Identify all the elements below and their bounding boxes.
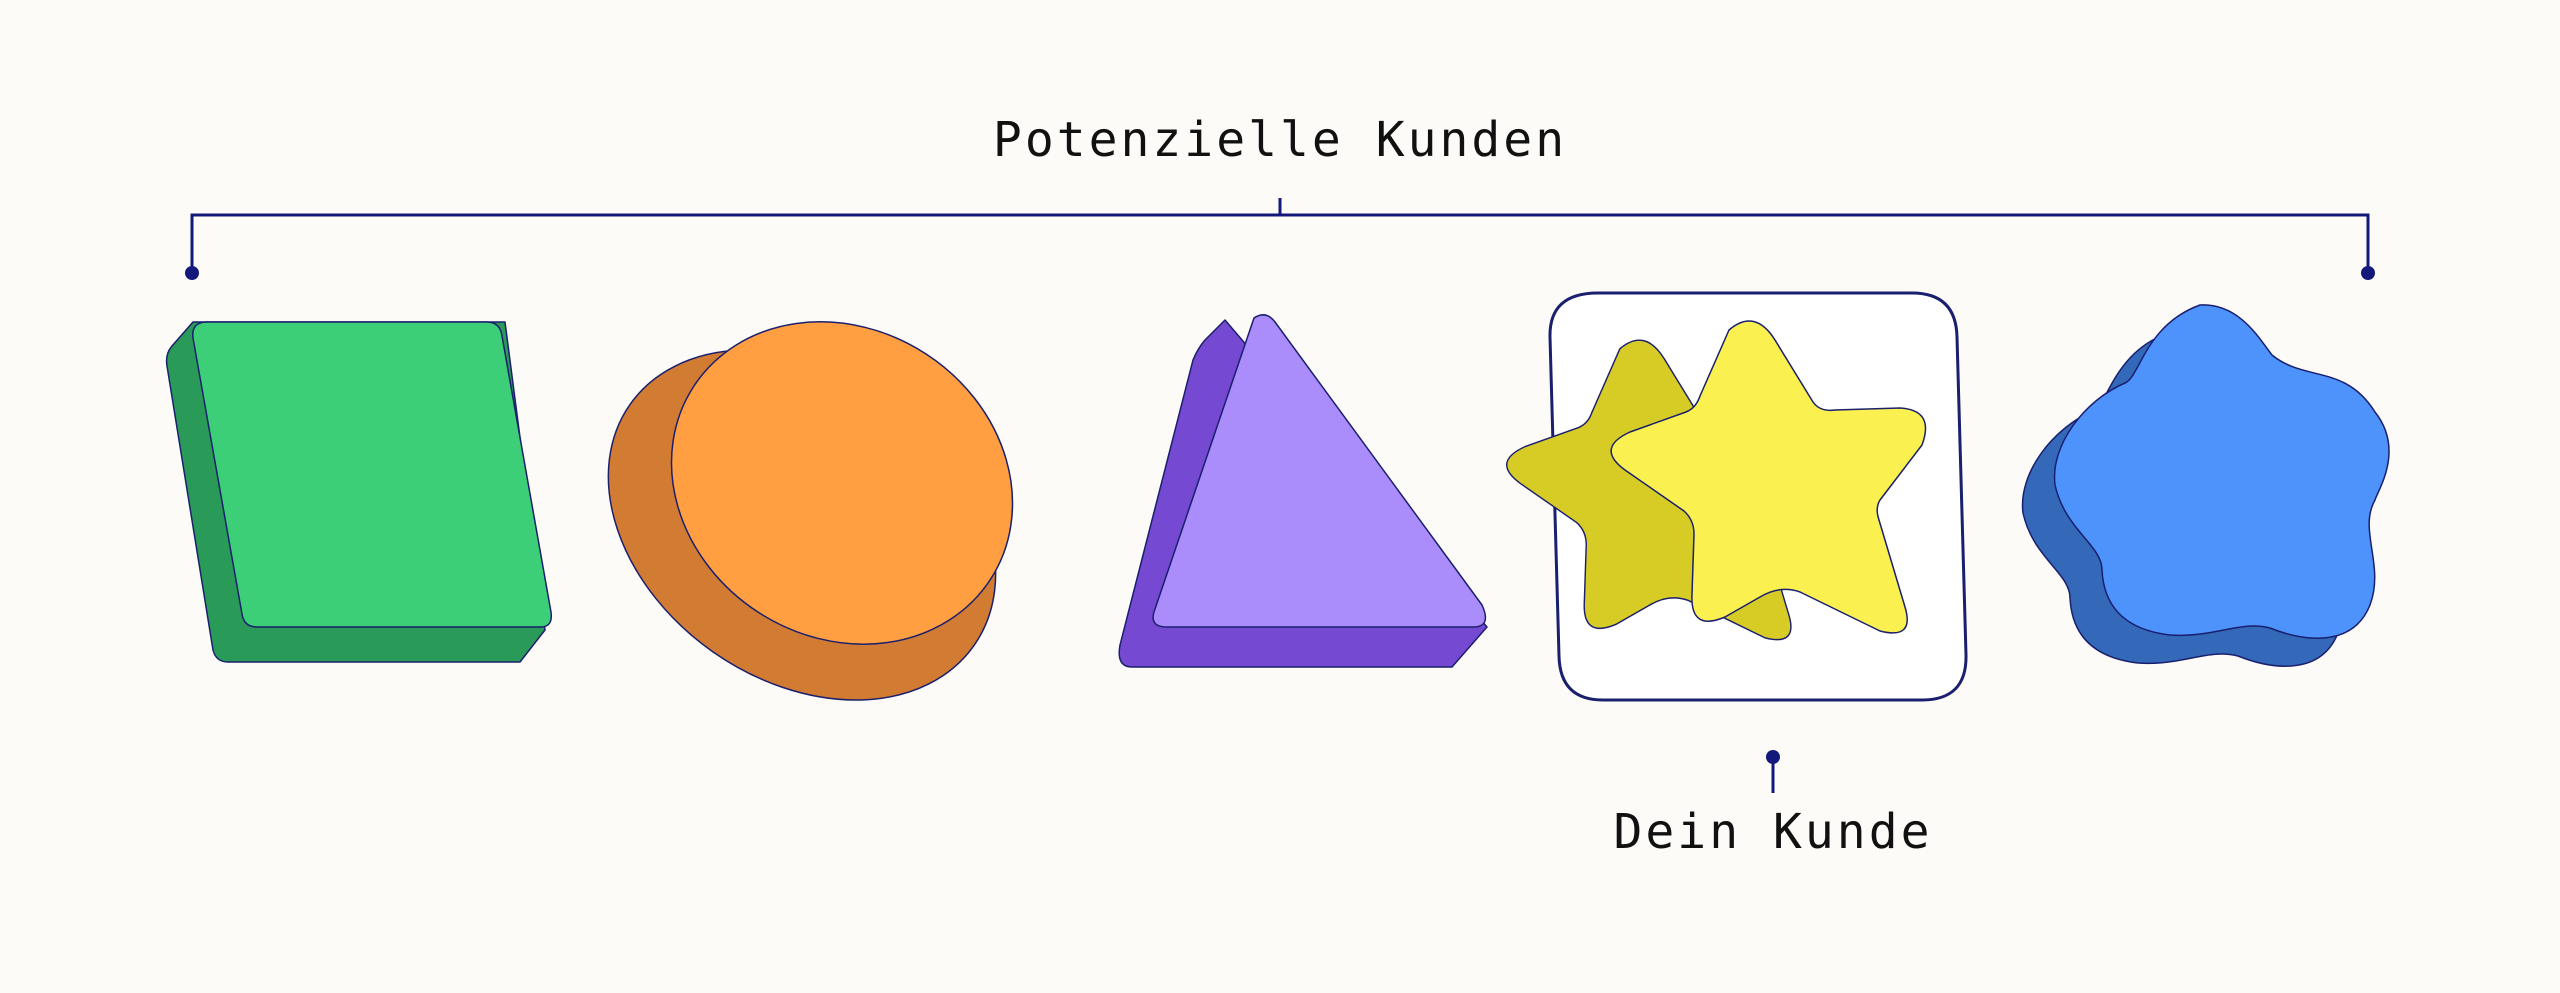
potential-customers-label: Potenzielle Kunden: [992, 112, 1568, 168]
your-customer-connector: [1766, 750, 1780, 793]
blue-blob-icon: [2021, 304, 2390, 667]
yellow-star-icon: [1506, 320, 1927, 641]
orange-circle-icon: [607, 321, 1014, 701]
your-customer-label: Dein Kunde: [1613, 804, 1933, 860]
bracket-left-dot: [185, 266, 199, 280]
bracket-right-dot: [2361, 266, 2375, 280]
potential-customers-bracket: [190, 198, 2370, 273]
green-parallelogram-icon: [165, 321, 553, 663]
purple-triangle-icon: [1118, 314, 1488, 668]
